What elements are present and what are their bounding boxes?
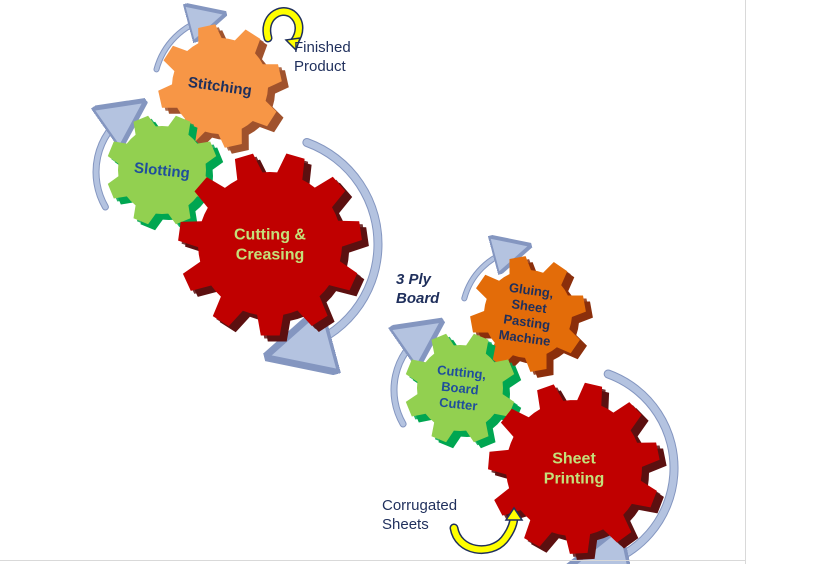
gear-cutting-board xyxy=(405,333,522,449)
gear-gluing-label-line: Sheet xyxy=(511,296,549,316)
three-ply-board-text: 3 Ply Board xyxy=(396,271,440,307)
finished-product-text: Finished Product xyxy=(294,39,351,75)
arrow-corrugated-sheets-head xyxy=(504,506,524,521)
arc-cutting-creasing xyxy=(298,139,382,349)
gear-gluing-face xyxy=(470,256,586,372)
three-ply-board-note: 3 Ply Board xyxy=(396,270,439,308)
arrow-corrugated-sheets xyxy=(451,513,517,553)
arc-slotting xyxy=(96,115,126,210)
gear-gluing-label: Gluing,SheetPastingMachine xyxy=(498,279,558,349)
gear-slotting-label: Slotting xyxy=(133,159,190,182)
gear-slotting xyxy=(107,115,224,231)
gear-cutting-creasing xyxy=(178,153,369,342)
gear-slotting-label-line: Slotting xyxy=(133,159,190,182)
arc-cutting-board xyxy=(394,334,423,427)
gear-stitching-face xyxy=(158,24,282,148)
gear-stitching xyxy=(158,24,289,154)
arrow-finished-product-head xyxy=(284,37,302,52)
gear-slotting-face xyxy=(107,115,217,225)
finished-product-note: Finished Product xyxy=(294,38,351,76)
gear-gluing-label-line: Gluing, xyxy=(508,280,554,301)
arc-gluing xyxy=(462,250,512,301)
gear-cutting-board-label-line: Board xyxy=(441,379,480,398)
gear-gluing-label-line: Machine xyxy=(498,327,552,349)
bottom-border xyxy=(0,560,746,561)
gear-gluing xyxy=(470,256,593,378)
gear-cutting-creasing-label-line: Cutting & xyxy=(234,227,306,244)
arc-stitching xyxy=(154,19,208,72)
gear-sheet-printing-label-line: Printing xyxy=(544,471,604,488)
gear-gluing-label-line: Pasting xyxy=(503,311,552,332)
gear-cutting-board-label-line: Cutting, xyxy=(436,362,486,382)
gear-sheet-printing-face xyxy=(488,382,660,554)
gear-cutting-creasing-face xyxy=(178,153,362,336)
arrow-finished-product xyxy=(263,8,302,45)
arc-sheet-printing xyxy=(595,370,678,569)
gear-sheet-printing xyxy=(488,382,667,560)
gear-cutting-board-label-line: Cutter xyxy=(438,395,478,414)
gear-cutting-creasing-label: Cutting & Creasing xyxy=(234,227,306,264)
gear-cutting-board-label: Cutting,BoardCutter xyxy=(433,362,487,414)
gear-sheet-printing-label-line: Sheet xyxy=(552,451,596,468)
gear-cutting-board-face xyxy=(405,333,515,443)
corrugated-sheets-text: Corrugated Sheets xyxy=(382,497,458,533)
corrugated-sheets-note: Corrugated Sheets xyxy=(382,496,457,534)
right-border xyxy=(745,0,746,564)
gear-cutting-creasing-label-line: Creasing xyxy=(236,247,304,264)
